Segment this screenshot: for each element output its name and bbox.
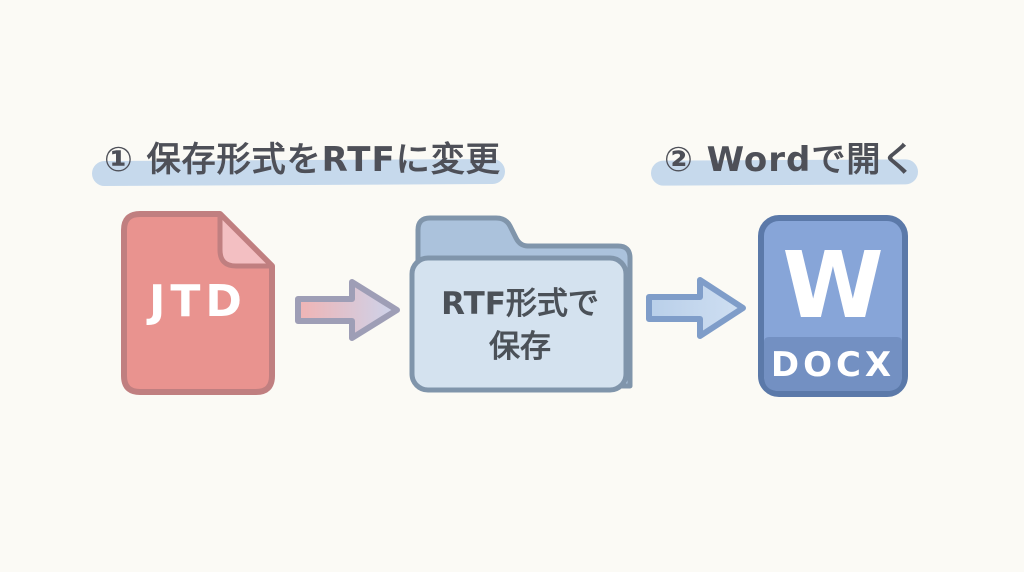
jtd-file-icon — [121, 211, 275, 395]
arrow-right-icon-1 — [295, 279, 400, 341]
rtf-folder-label-line1: RTF形式で — [441, 286, 599, 322]
rtf-folder-label: RTF形式で 保存 — [402, 283, 638, 370]
word-icon-letter: W — [782, 232, 884, 339]
word-docx-icon — [758, 215, 908, 397]
rtf-folder-icon — [409, 215, 633, 393]
arrow-shape — [646, 277, 746, 339]
jtd-file-fold — [217, 211, 275, 269]
arrow-shape — [295, 279, 400, 341]
word-icon-badge: DOCX — [770, 345, 896, 385]
rtf-folder-label-line2: 保存 — [489, 329, 551, 366]
word-icon-band — [764, 337, 902, 391]
folder-front — [409, 255, 629, 393]
arrow-right-icon-2 — [646, 277, 746, 339]
step2-label: ② Wordで開く — [664, 140, 917, 180]
step1-label: ① 保存形式をRTFに変更 — [104, 140, 501, 180]
jtd-file-label: JTD — [149, 276, 247, 327]
